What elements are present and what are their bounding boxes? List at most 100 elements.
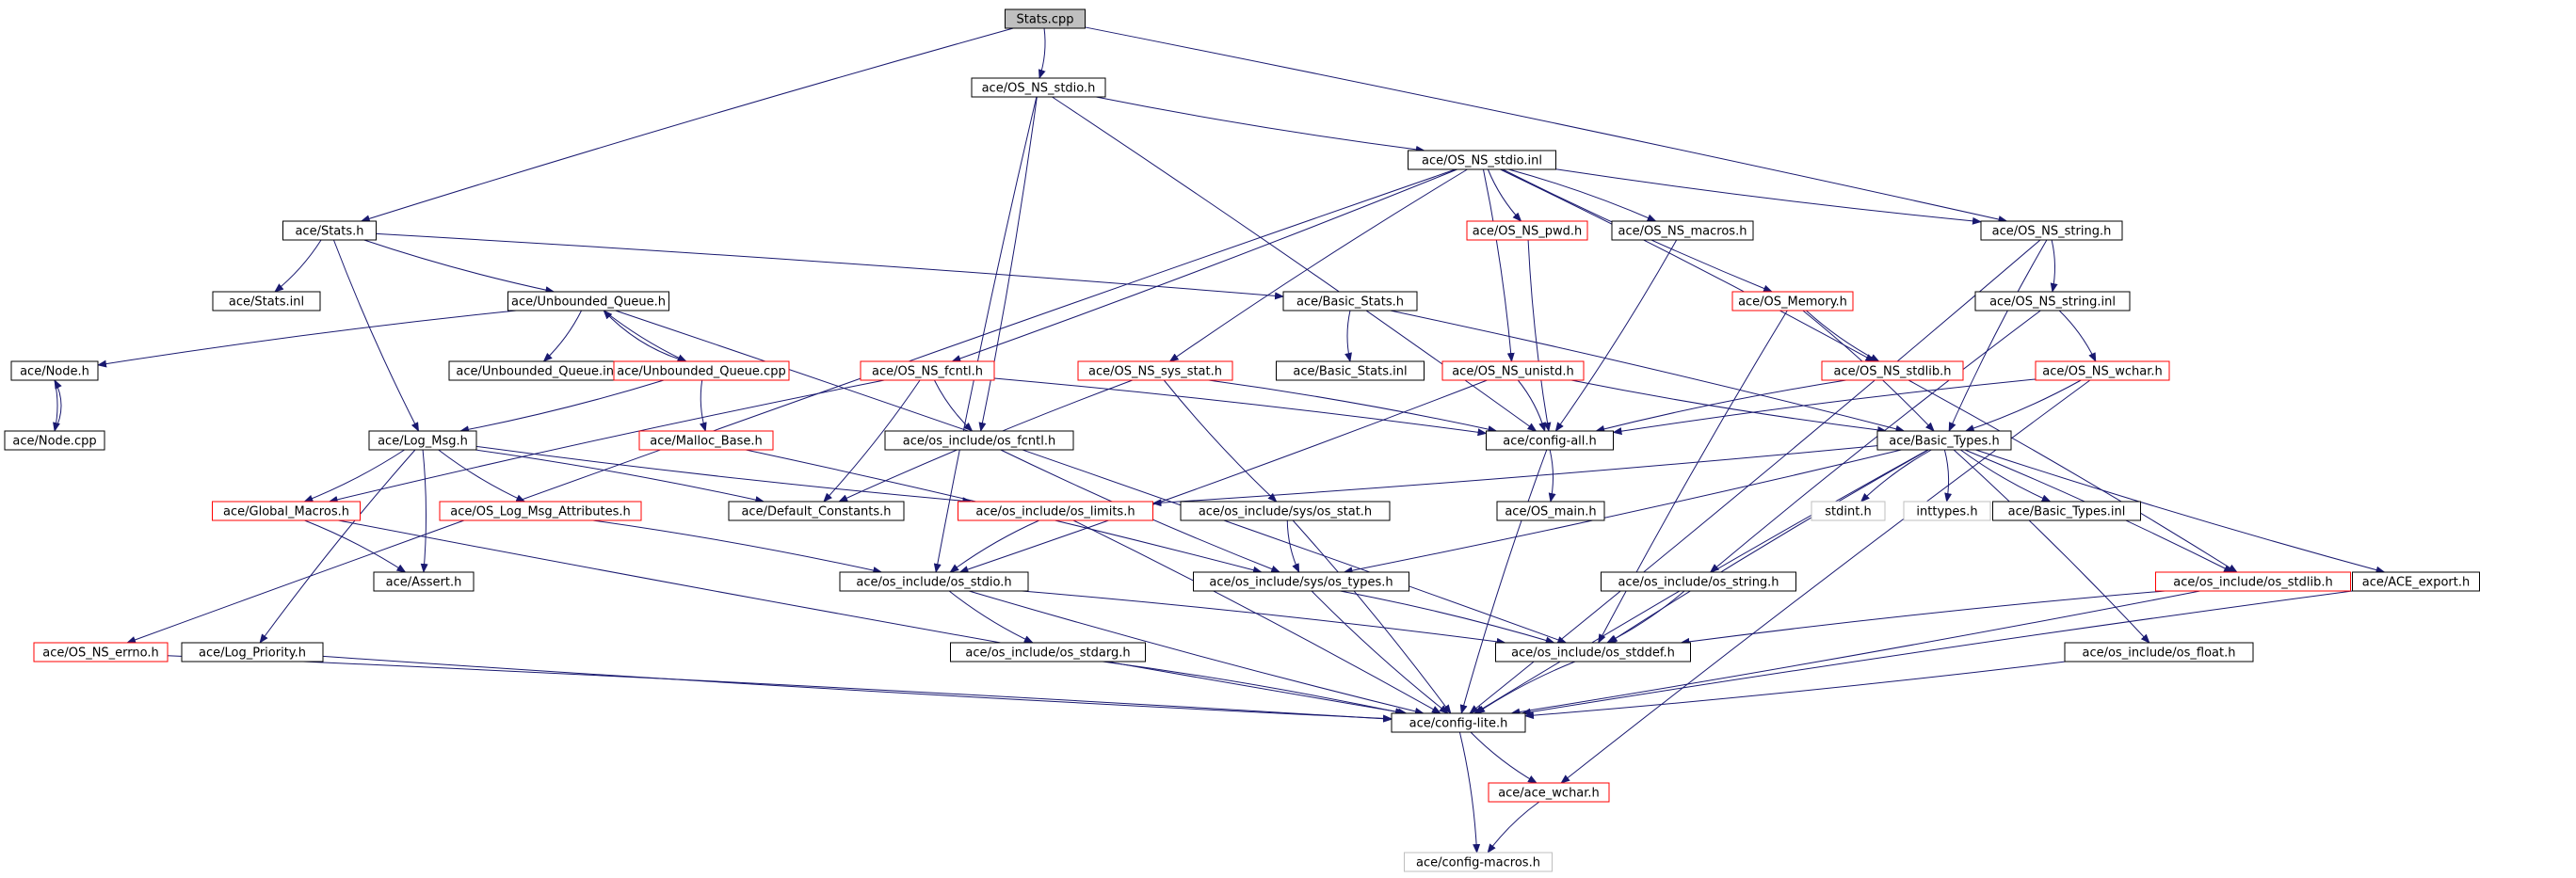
- node-box: [212, 501, 361, 521]
- graph-node-os-include-os-float-h[interactable]: ace/os_include/os_float.h: [2064, 642, 2254, 662]
- graph-node-log-priority-h[interactable]: ace/Log_Priority.h: [181, 642, 324, 662]
- graph-node-os-ns-macros-h[interactable]: ace/OS_NS_macros.h: [1611, 220, 1754, 241]
- include-edge-os-include-os-stddef-h-to-config-lite-h: [1475, 661, 1576, 714]
- graph-node-os-include-os-fcntl-h[interactable]: ace/os_include/os_fcntl.h: [884, 430, 1074, 451]
- include-edge-basic-types-h-to-basic-types-inl: [1960, 449, 2052, 503]
- include-edge-unbounded-queue-cpp-to-malloc-base-h: [699, 379, 707, 432]
- graph-node-log-msg-h[interactable]: ace/Log_Msg.h: [368, 430, 477, 451]
- node-box: [638, 430, 774, 451]
- graph-node-stats-cpp[interactable]: Stats.cpp: [1005, 8, 1086, 29]
- graph-node-os-include-os-limits-h[interactable]: ace/os_include/os_limits.h: [958, 501, 1153, 521]
- include-edge-os-ns-fcntl-h-to-os-include-os-fcntl-h: [933, 379, 974, 432]
- include-edge-stats-h-to-unbounded-queue-h: [363, 239, 555, 295]
- node-label: ace/os_include/sys/os_types.h: [1209, 576, 1393, 590]
- graph-node-ace-wchar-h[interactable]: ace/ace_wchar.h: [1488, 782, 1610, 803]
- include-edge-unbounded-queue-h-to-os-include-os-stddef-h: [615, 310, 1568, 644]
- graph-node-stats-h[interactable]: ace/Stats.h: [282, 220, 377, 241]
- graph-node-os-ns-wchar-h[interactable]: ace/OS_NS_wchar.h: [2035, 360, 2170, 381]
- graph-node-os-ns-pwd-h[interactable]: ace/OS_NS_pwd.h: [1466, 220, 1588, 241]
- graph-node-basic-stats-h[interactable]: ace/Basic_Stats.h: [1282, 291, 1418, 311]
- graph-node-os-include-os-stdarg-h[interactable]: ace/os_include/os_stdarg.h: [950, 642, 1146, 662]
- graph-node-os-include-sys-os-types-h[interactable]: ace/os_include/sys/os_types.h: [1193, 571, 1409, 592]
- node-box: [1488, 782, 1610, 803]
- include-edge-unbounded-queue-h-to-unbounded-queue-cpp: [603, 310, 687, 362]
- graph-node-basic-stats-inl[interactable]: ace/Basic_Stats.inl: [1276, 360, 1425, 381]
- graph-node-os-include-os-string-h[interactable]: ace/os_include/os_string.h: [1601, 571, 1796, 592]
- graph-node-os-include-os-stddef-h[interactable]: ace/os_include/os_stddef.h: [1495, 642, 1691, 662]
- graph-node-os-include-os-stdlib-h[interactable]: ace/os_include/os_stdlib.h: [2155, 571, 2351, 592]
- node-box: [10, 360, 99, 381]
- node-box: [2155, 571, 2351, 592]
- node-box: [1811, 501, 1886, 521]
- node-label: ace/Node.h: [20, 365, 89, 379]
- graph-node-basic-types-h[interactable]: ace/Basic_Types.h: [1876, 430, 2012, 451]
- include-edge-os-ns-stdlib-h-to-config-all-h: [1595, 379, 1846, 433]
- node-box: [1441, 360, 1585, 381]
- graph-node-node-h[interactable]: ace/Node.h: [10, 360, 99, 381]
- node-label: ace/Global_Macros.h: [223, 505, 349, 519]
- node-label: ace/OS_NS_pwd.h: [1473, 225, 1582, 239]
- graph-node-config-all-h[interactable]: ace/config-all.h: [1486, 430, 1614, 451]
- node-box: [1611, 220, 1754, 241]
- graph-node-os-ns-unistd-h[interactable]: ace/OS_NS_unistd.h: [1441, 360, 1585, 381]
- node-box: [33, 642, 169, 662]
- include-edge-log-msg-h-to-global-macros-h: [303, 449, 405, 503]
- node-box: [1282, 291, 1418, 311]
- graph-node-global-macros-h[interactable]: ace/Global_Macros.h: [212, 501, 361, 521]
- node-label: ace/OS_Memory.h: [1738, 295, 1847, 310]
- include-edge-basic-stats-h-to-basic-stats-inl: [1344, 310, 1352, 362]
- node-box: [507, 291, 669, 311]
- graph-node-os-include-sys-os-stat-h[interactable]: ace/os_include/sys/os_stat.h: [1180, 501, 1391, 521]
- graph-node-os-ns-string-h[interactable]: ace/OS_NS_string.h: [1980, 220, 2123, 241]
- include-edge-unbounded-queue-cpp-to-unbounded-queue-h: [603, 310, 686, 362]
- include-edge-os-ns-string-h-to-os-ns-string-inl: [2050, 239, 2058, 293]
- include-edge-os-ns-fcntl-h-to-global-macros-h: [328, 379, 885, 503]
- graph-node-node-cpp[interactable]: ace/Node.cpp: [4, 430, 105, 451]
- graph-node-unbounded-queue-inl[interactable]: ace/Unbounded_Queue.inl: [448, 360, 625, 381]
- graph-node-os-ns-stdlib-h[interactable]: ace/OS_NS_stdlib.h: [1821, 360, 1964, 381]
- graph-node-default-constants-h[interactable]: ace/Default_Constants.h: [728, 501, 905, 521]
- node-box: [728, 501, 905, 521]
- include-edge-config-lite-h-to-config-macros-h: [1458, 731, 1481, 854]
- include-edge-os-ns-stdio-inl-to-os-ns-string-h: [1555, 168, 1982, 225]
- include-edge-log-msg-h-to-os-include-os-limits-h: [475, 445, 973, 505]
- node-label: ace/OS_NS_unistd.h: [1452, 365, 1574, 379]
- node-label: ace/os_include/os_stdlib.h: [2173, 576, 2332, 590]
- node-box: [613, 360, 790, 381]
- node-box: [1391, 712, 1526, 733]
- node-label: ace/OS_NS_stdlib.h: [1834, 365, 1952, 379]
- graph-node-malloc-base-h[interactable]: ace/Malloc_Base.h: [638, 430, 774, 451]
- graph-node-inttypes-h[interactable]: inttypes.h: [1903, 501, 1991, 521]
- graph-node-os-ns-sys-stat-h[interactable]: ace/OS_NS_sys_stat.h: [1077, 360, 1233, 381]
- graph-node-os-main-h[interactable]: ace/OS_main.h: [1496, 501, 1605, 521]
- graph-node-os-ns-stdio-inl[interactable]: ace/OS_NS_stdio.inl: [1408, 150, 1556, 170]
- graph-node-os-ns-stdio-h[interactable]: ace/OS_NS_stdio.h: [971, 77, 1106, 98]
- graph-node-basic-types-inl[interactable]: ace/Basic_Types.inl: [1992, 501, 2141, 521]
- node-label: ace/Basic_Types.inl: [2008, 505, 2126, 519]
- graph-node-unbounded-queue-cpp[interactable]: ace/Unbounded_Queue.cpp: [613, 360, 790, 381]
- node-box: [958, 501, 1153, 521]
- graph-node-os-ns-fcntl-h[interactable]: ace/OS_NS_fcntl.h: [860, 360, 995, 381]
- node-label: ace/OS_NS_wchar.h: [2042, 365, 2162, 379]
- graph-node-config-lite-h[interactable]: ace/config-lite.h: [1391, 712, 1526, 733]
- include-edge-basic-types-h-to-os-include-sys-os-types-h: [1343, 449, 1902, 575]
- graph-node-os-include-os-stdio-h[interactable]: ace/os_include/os_stdio.h: [839, 571, 1029, 592]
- include-edge-os-ns-stdio-h-to-os-include-os-fcntl-h: [978, 96, 1038, 432]
- graph-node-ace-export-h[interactable]: ace/ACE_export.h: [2352, 571, 2480, 592]
- include-edge-os-ns-stdio-inl-to-os-ns-errno-h: [126, 168, 1457, 644]
- node-label: ace/OS_NS_string.inl: [1989, 295, 2116, 310]
- node-box: [181, 642, 324, 662]
- graph-node-unbounded-queue-h[interactable]: ace/Unbounded_Queue.h: [507, 291, 669, 311]
- node-box: [1180, 501, 1391, 521]
- graph-node-assert-h[interactable]: ace/Assert.h: [373, 571, 475, 592]
- graph-node-stdint-h[interactable]: stdint.h: [1811, 501, 1886, 521]
- graph-node-os-memory-h[interactable]: ace/OS_Memory.h: [1731, 291, 1854, 311]
- graph-node-os-log-msg-attributes-h[interactable]: ace/OS_Log_Msg_Attributes.h: [439, 501, 642, 521]
- graph-node-os-ns-string-inl[interactable]: ace/OS_NS_string.inl: [1974, 291, 2131, 311]
- include-edge-os-ns-errno-h-to-config-lite-h: [167, 655, 1393, 723]
- graph-node-stats-inl[interactable]: ace/Stats.inl: [212, 291, 321, 311]
- include-edge-os-ns-unistd-h-to-basic-types-h: [1570, 379, 1888, 434]
- graph-node-os-ns-errno-h[interactable]: ace/OS_NS_errno.h: [33, 642, 169, 662]
- graph-node-config-macros-h[interactable]: ace/config-macros.h: [1404, 852, 1553, 872]
